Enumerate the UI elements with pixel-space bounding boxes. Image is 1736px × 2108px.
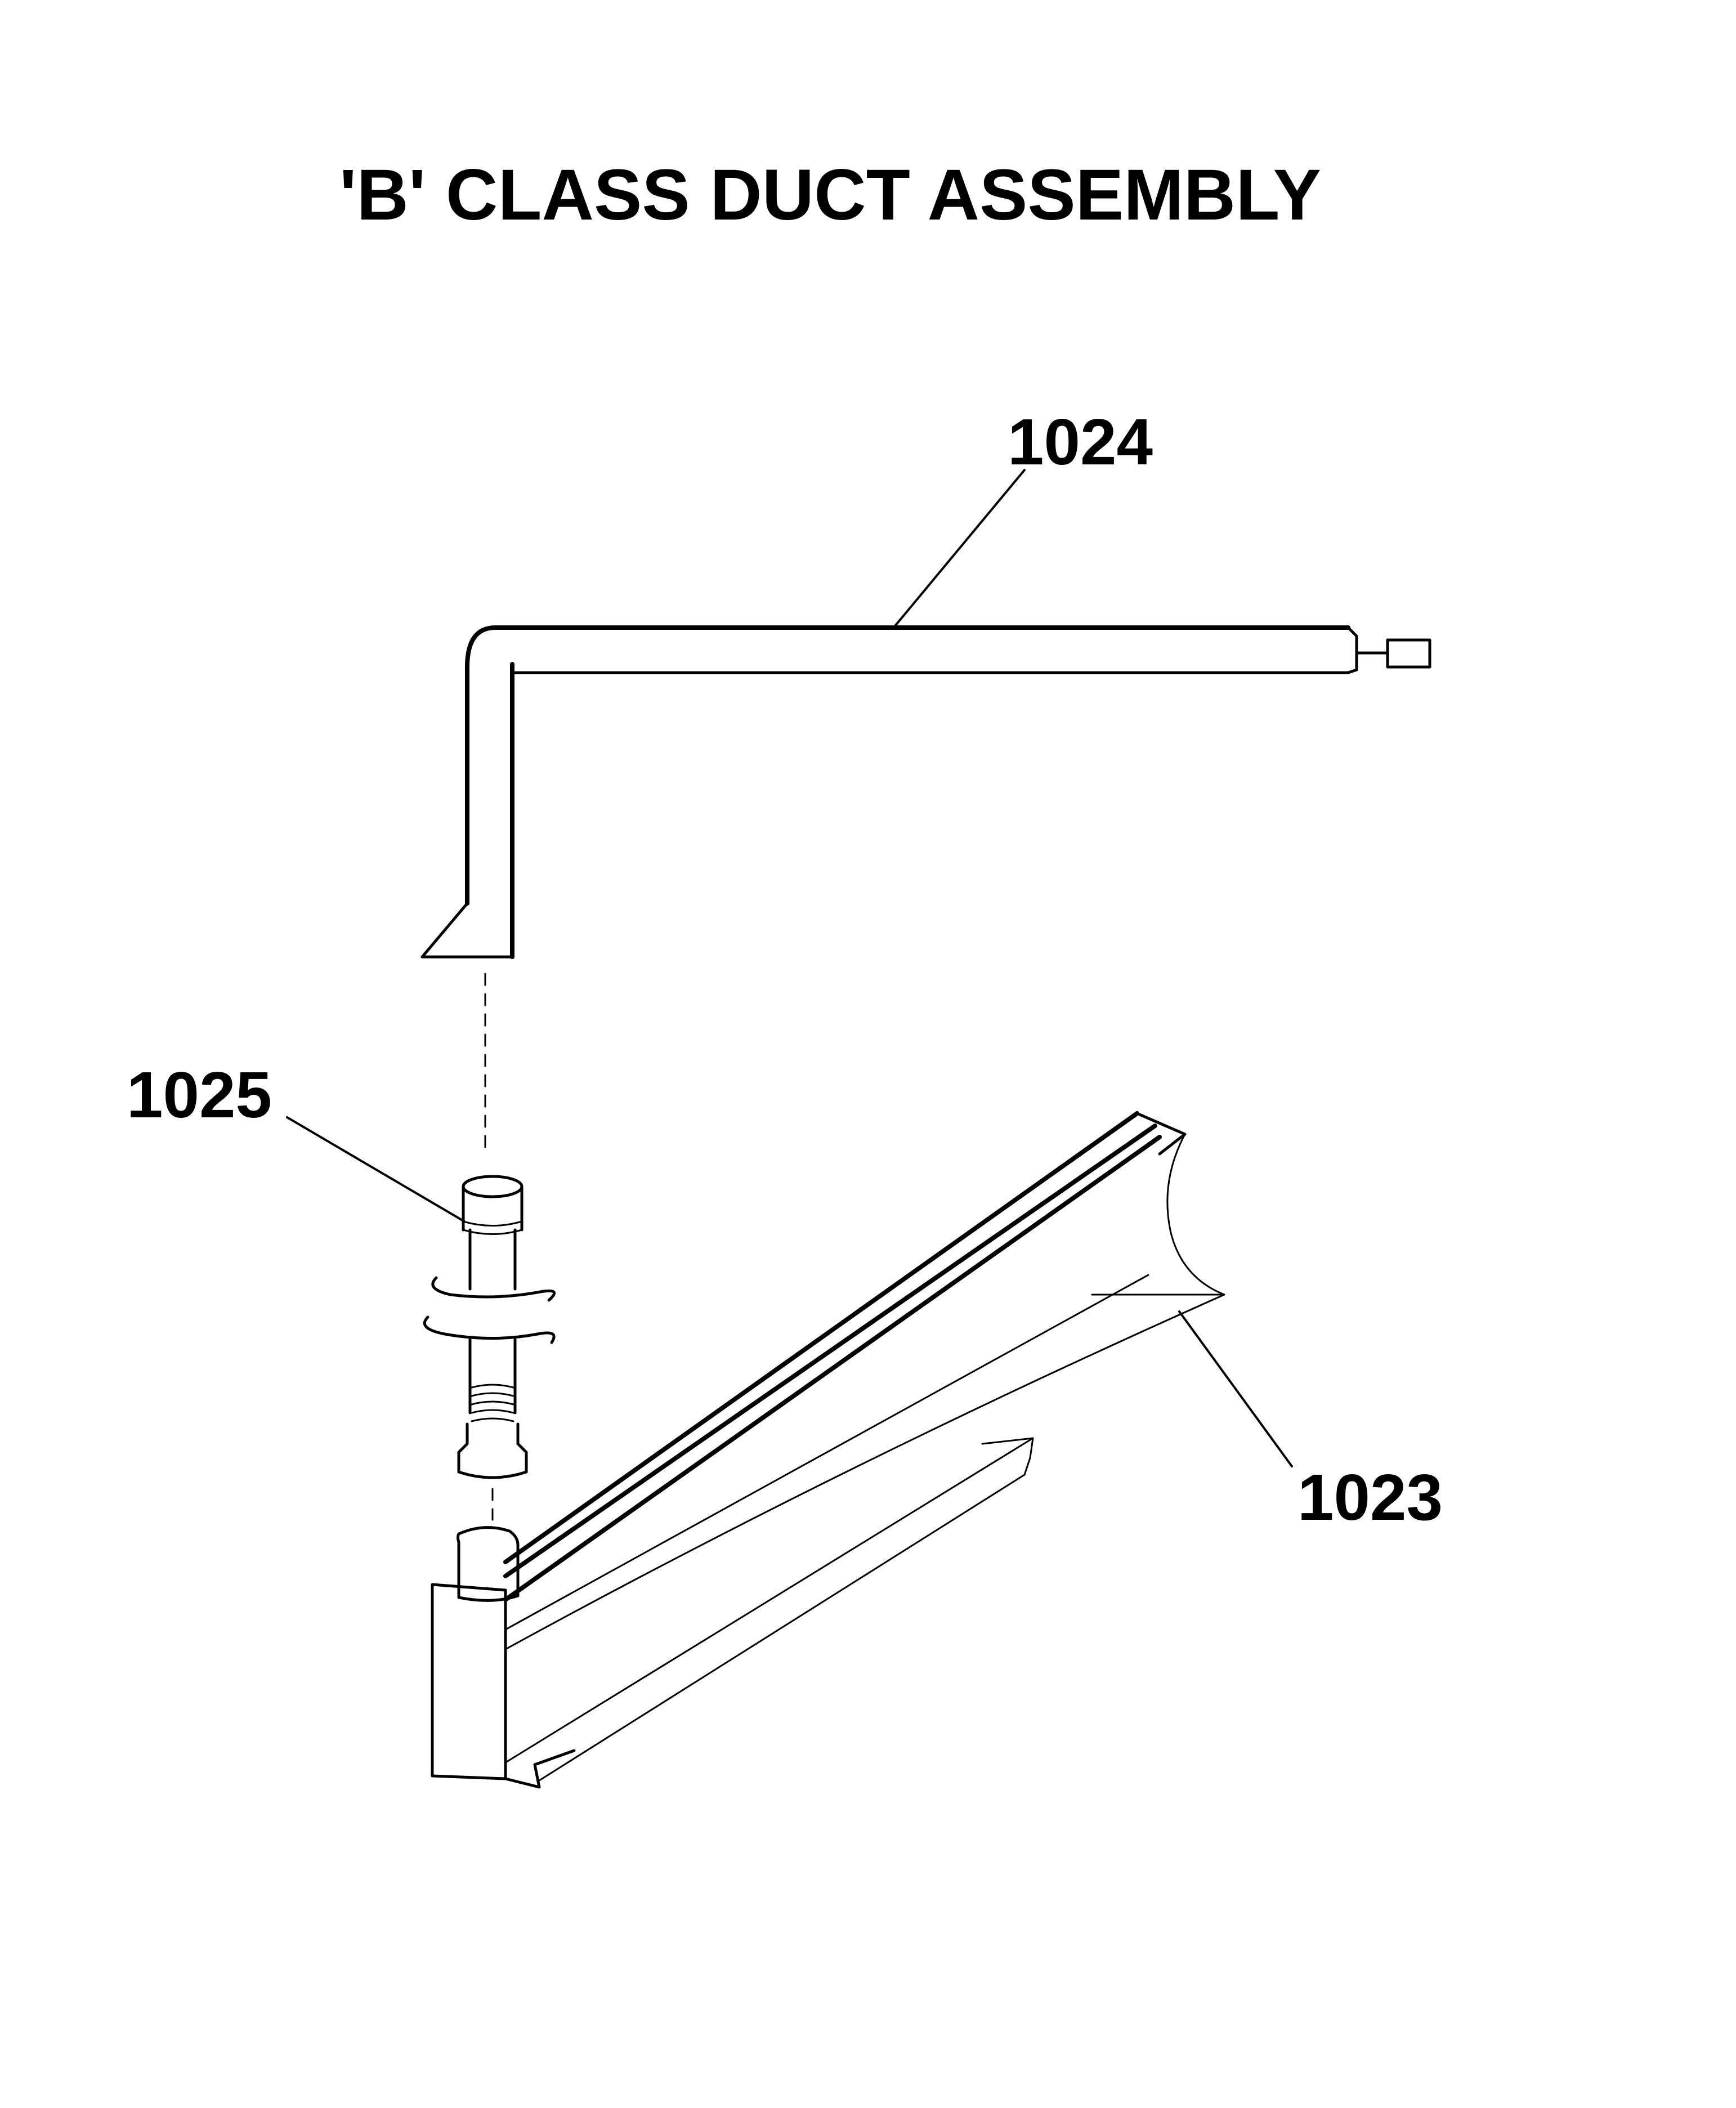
duct-bottom-rail-lower <box>536 1474 1026 1783</box>
coupling-break-lower <box>423 1315 556 1344</box>
coupling-pipe-1025 <box>423 1175 556 1479</box>
leader-1025 <box>286 1116 466 1223</box>
upper-duct-1024 <box>420 625 1431 959</box>
duct-trough-lower-edge <box>504 1294 1225 1650</box>
lower-duct-1023 <box>431 1111 1225 1789</box>
duct-bottom-rail-end <box>981 1437 1034 1476</box>
duct-top-ridge-outer <box>503 1111 1139 1564</box>
upper-duct-inner-edge <box>511 671 1350 908</box>
duct-top-ridge-lower <box>503 1135 1162 1602</box>
upper-duct-flared-foot <box>420 902 514 959</box>
duct-end-face <box>431 1583 507 1780</box>
callout-1023: 1023 <box>1297 1461 1443 1534</box>
duct-far-end-profile <box>1091 1133 1225 1296</box>
duct-bottom-rail-upper <box>505 1437 1034 1763</box>
coupling-threads <box>471 1384 514 1422</box>
duct-front-bottom-corner <box>504 1749 576 1789</box>
callout-1025: 1025 <box>127 1058 272 1131</box>
coupling-upper-body <box>468 1228 517 1291</box>
coupling-top-rings <box>462 1220 523 1235</box>
upper-duct-outer-edge <box>465 625 1350 959</box>
coupling-top-collar <box>462 1185 524 1232</box>
coupling-lower-body <box>468 1338 517 1415</box>
coupling-break-upper <box>431 1276 556 1302</box>
diagram-title: 'B' CLASS DUCT ASSEMBLY <box>339 155 1321 235</box>
duct-trough-upper-edge <box>504 1274 1149 1631</box>
upper-duct-end-cap <box>1346 626 1358 674</box>
coupling-top-lip <box>462 1175 524 1198</box>
coupling-bottom-fitting <box>457 1422 528 1479</box>
duct-top-ridge-inner <box>503 1124 1157 1578</box>
leader-1023 <box>1178 1310 1293 1467</box>
leader-1024 <box>894 469 1026 627</box>
callout-1024: 1024 <box>1008 405 1153 478</box>
upper-duct-connector-plug <box>1386 638 1431 669</box>
duct-inlet-cylinder <box>457 1526 520 1602</box>
